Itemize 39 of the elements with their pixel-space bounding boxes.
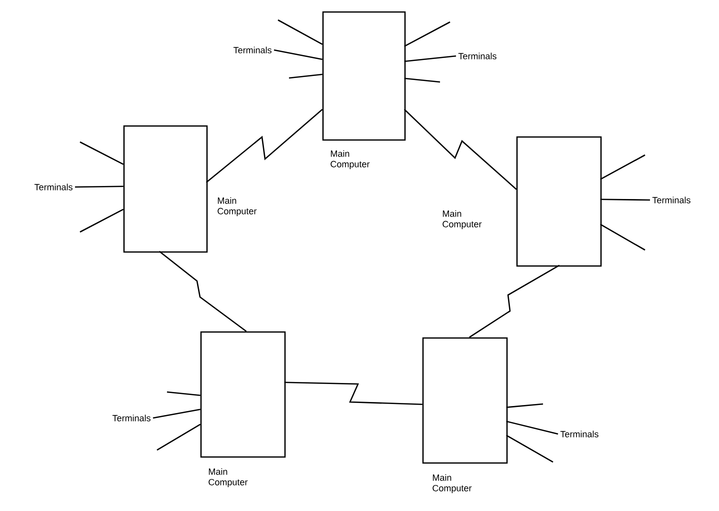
- computer-box: [200, 331, 286, 458]
- terminal-line: [75, 186, 124, 188]
- computer-box: [322, 11, 406, 141]
- terminal-line: [288, 74, 322, 79]
- zigzag-link: [284, 382, 422, 405]
- terminal-line: [156, 424, 201, 451]
- terminal-line: [506, 434, 554, 463]
- terminals-label: Terminals: [112, 414, 150, 422]
- terminal-line: [80, 208, 124, 233]
- box-caption: Main Computer: [330, 150, 370, 170]
- zigzag-link: [206, 108, 323, 183]
- terminal-line: [600, 198, 650, 201]
- box-caption: Main Computer: [218, 197, 257, 216]
- terminal-line: [80, 141, 124, 165]
- computer-box: [422, 337, 508, 464]
- box-caption: Main Computer: [208, 468, 248, 488]
- terminal-line: [506, 420, 558, 435]
- box-caption: Main Computer: [442, 210, 482, 230]
- terminal-line: [600, 154, 646, 180]
- terminal-line: [274, 49, 322, 60]
- terminal-line: [404, 78, 440, 83]
- zigzag-link: [404, 108, 517, 190]
- terminal-line: [166, 391, 200, 396]
- terminals-label: Terminals: [234, 46, 272, 54]
- terminal-line: [506, 403, 544, 408]
- computer-box: [123, 125, 208, 253]
- terminals-label: Terminals: [34, 184, 72, 190]
- box-caption: Main Computer: [432, 474, 472, 494]
- terminal-line: [404, 55, 456, 62]
- computer-box: [516, 136, 602, 267]
- terminals-label: Terminals: [458, 52, 496, 60]
- zigzag-link: [469, 264, 560, 338]
- terminal-line: [600, 224, 646, 251]
- terminal-line: [278, 19, 323, 45]
- terminals-label: Terminals: [652, 196, 690, 204]
- terminal-line: [404, 21, 450, 47]
- terminal-line: [152, 408, 200, 419]
- zigzag-link: [158, 250, 247, 332]
- terminals-label: Terminals: [560, 430, 598, 438]
